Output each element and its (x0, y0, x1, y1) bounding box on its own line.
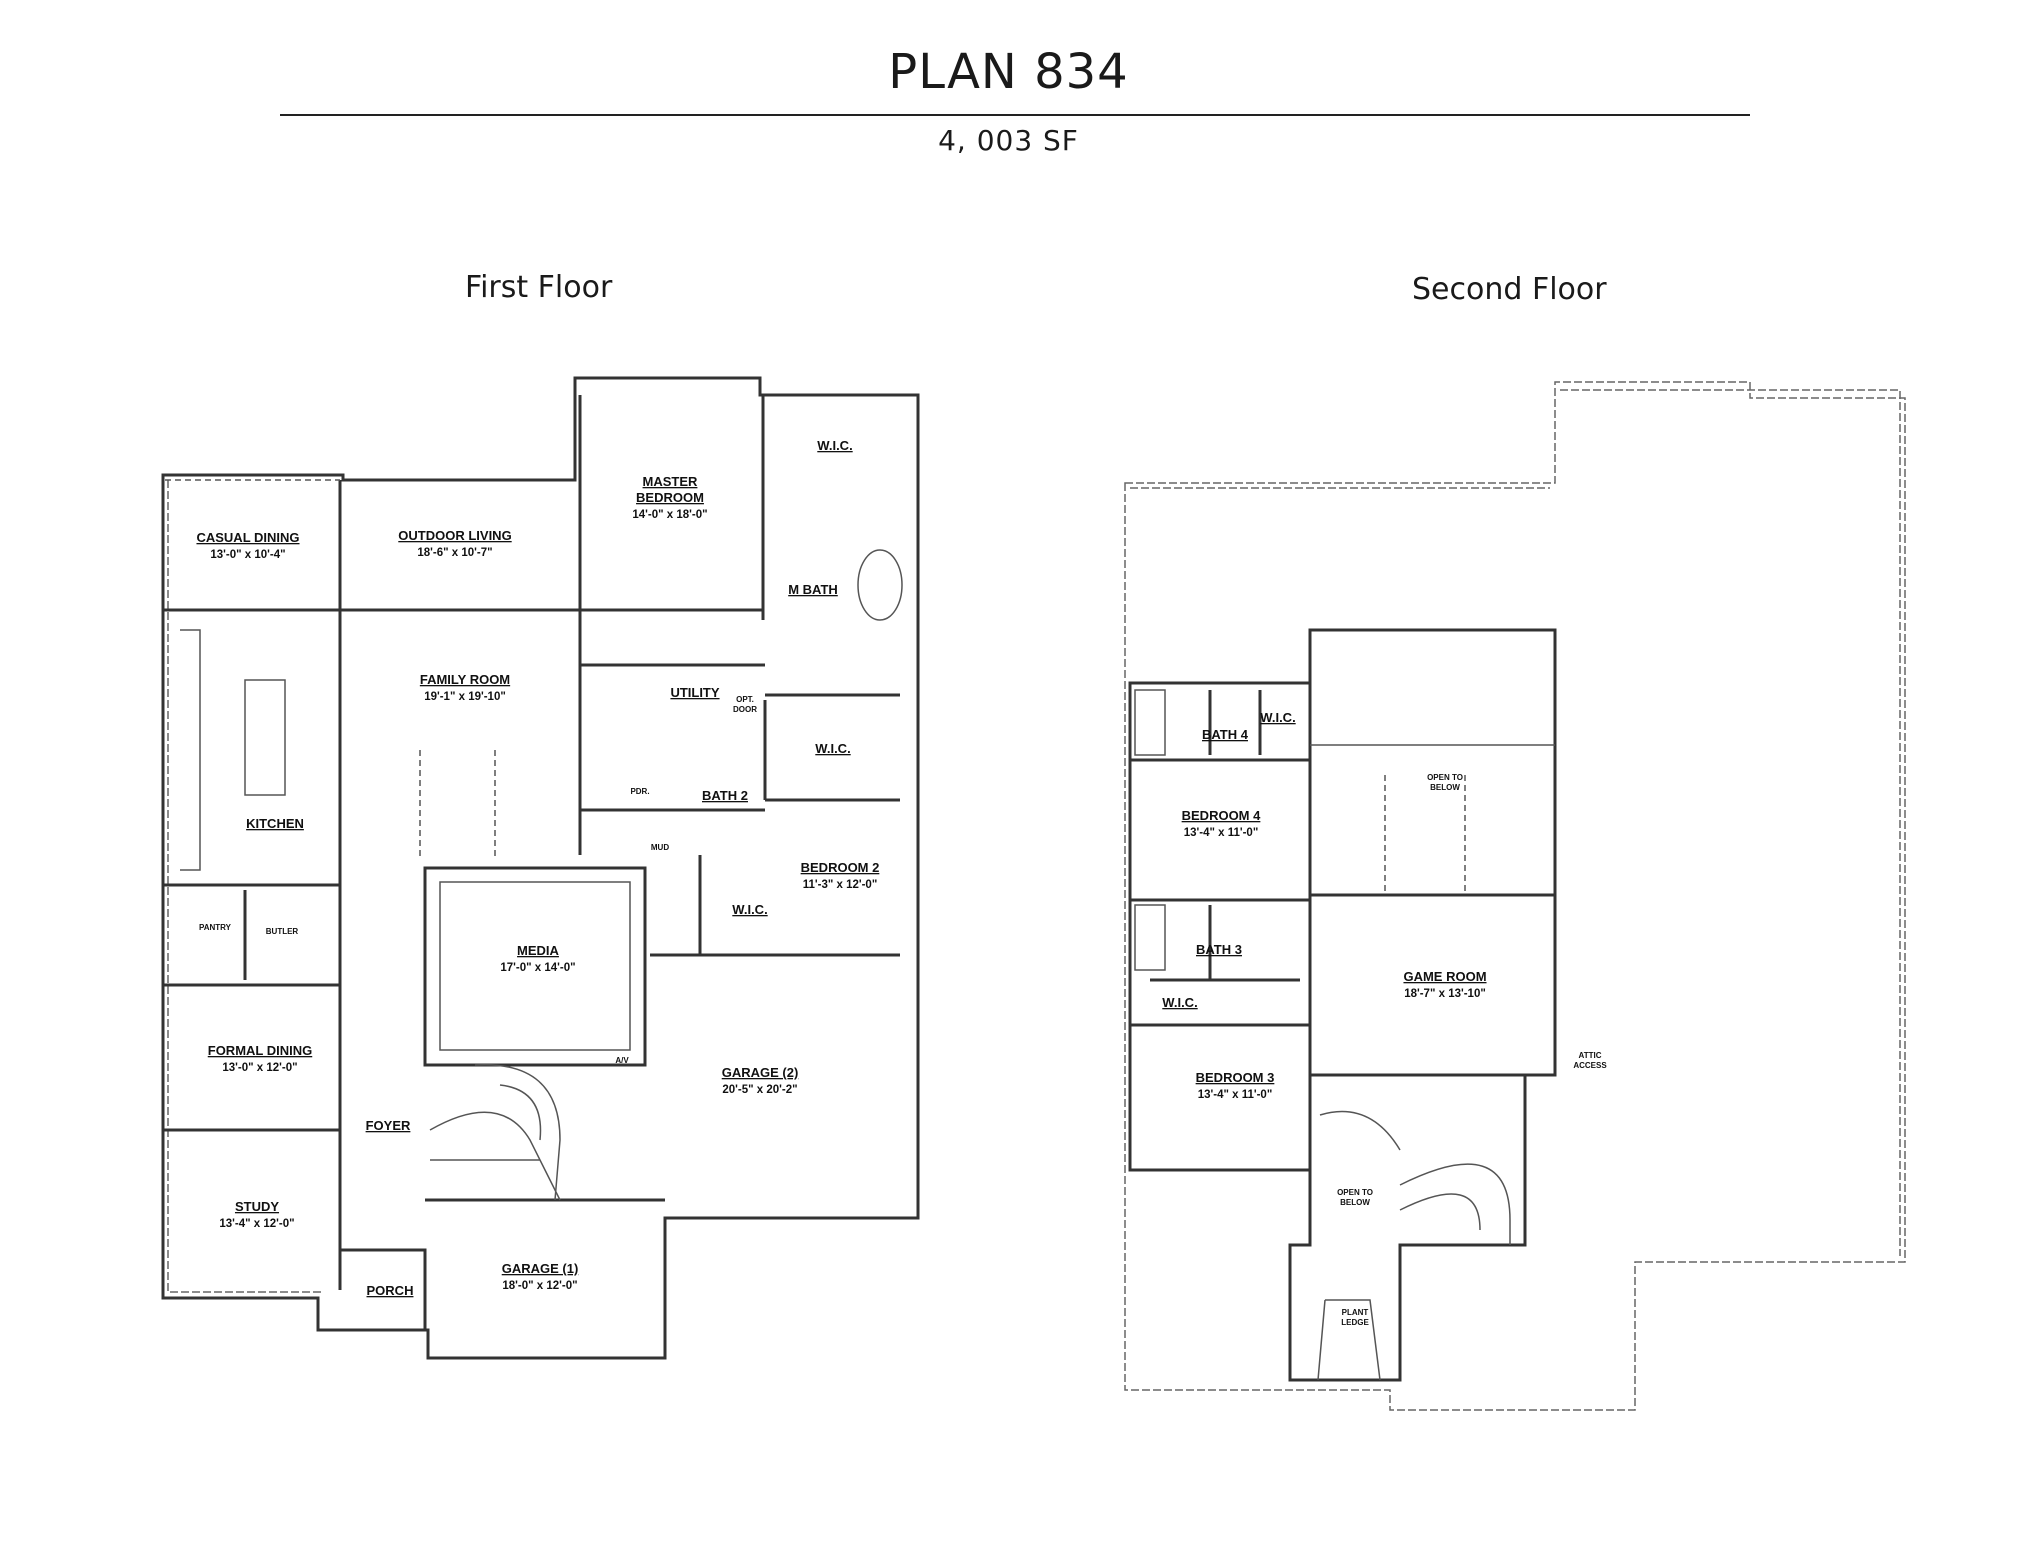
media-room-wall (423, 866, 647, 1067)
second-floor-label: Second Floor (1412, 272, 1607, 307)
open-to-below-1b: BELOW (1430, 783, 1460, 792)
av-label: A/V (615, 1056, 629, 1065)
plant-ledge-outline (1317, 1299, 1381, 1381)
page-title: PLAN 834 (888, 44, 1129, 100)
media-room-inner (439, 881, 631, 1051)
overhead-beams (165, 479, 496, 860)
porch-name: PORCH (367, 1283, 414, 1298)
kitchen-name: KITCHEN (246, 816, 304, 831)
bath-4-name: BATH 4 (1202, 727, 1249, 742)
master-bedroom-dim: 14'-0" x 18'-0" (632, 509, 707, 521)
garage-2-name: GARAGE (2) (722, 1065, 799, 1080)
utility-name: UTILITY (670, 685, 719, 700)
study-dim: 13'-4" x 12'-0" (219, 1218, 294, 1230)
first-floor-exterior-wall (161, 376, 920, 1360)
second-floor-plan: BATH 4 W.I.C. BEDROOM 4 13'-4" x 11'-0" … (1124, 381, 1906, 1411)
opt-door-label-1: OPT. (736, 695, 754, 704)
second-floor-roofline-inner (1130, 389, 1901, 1256)
game-room-name: GAME ROOM (1403, 969, 1486, 984)
master-bedroom-name-1: MASTER (643, 474, 699, 489)
bedroom-4-dim: 13'-4" x 11'-0" (1184, 827, 1259, 839)
formal-dining-name: FORMAL DINING (208, 1043, 312, 1058)
wic-master-name: W.I.C. (817, 438, 852, 453)
second-floor-roofline (1124, 381, 1906, 1411)
wall-game-room (1310, 893, 1555, 1077)
formal-dining-dim: 13'-0" x 12'-0" (222, 1062, 297, 1074)
mud-label: MUD (651, 843, 669, 852)
square-footage: 4, 003 SF (938, 124, 1079, 157)
media-dim: 17'-0" x 14'-0" (500, 962, 575, 974)
bedroom-2-dim: 11'-3" x 12'-0" (803, 879, 878, 891)
garage-2-dim: 20'-5" x 20'-2" (722, 1084, 797, 1096)
attic-access-1: ATTIC (1579, 1051, 1602, 1060)
wic-2-name: W.I.C. (815, 741, 850, 756)
first-floor-label: First Floor (465, 270, 613, 305)
second-floor-stair-rail (1319, 1110, 1401, 1151)
garage-1-name: GARAGE (1) (502, 1261, 579, 1276)
master-bedroom-name-2: BEDROOM (636, 490, 704, 505)
study-name: STUDY (235, 1199, 279, 1214)
butler-label: BUTLER (266, 927, 299, 936)
title-divider (280, 114, 1750, 116)
media-name: MEDIA (517, 943, 560, 958)
family-room-name: FAMILY ROOM (420, 672, 510, 687)
wic-3-name: W.I.C. (1162, 995, 1197, 1010)
kitchen-island (244, 679, 286, 796)
bath3-tub (1134, 904, 1166, 971)
family-room-dim: 19'-1" x 19'-10" (424, 691, 506, 703)
bedroom-2-name: BEDROOM 2 (801, 860, 880, 875)
casual-dining-name: CASUAL DINING (196, 530, 299, 545)
bath4-tub (1134, 689, 1166, 756)
pdr-label: PDR. (630, 787, 649, 796)
pantry-label: PANTRY (199, 923, 232, 932)
bedroom-4-name: BEDROOM 4 (1182, 808, 1262, 823)
game-room-dim: 18'-7" x 13'-10" (1404, 988, 1486, 1000)
attic-access-2: ACCESS (1573, 1061, 1607, 1070)
open-to-below-2b: BELOW (1340, 1198, 1370, 1207)
first-floor-stair-curve (474, 1063, 561, 1201)
plant-ledge-2: LEDGE (1341, 1318, 1369, 1327)
bedroom-3-name: BEDROOM 3 (1196, 1070, 1275, 1085)
wall-porch (340, 1248, 427, 1330)
bath-2-name: BATH 2 (702, 788, 748, 803)
opt-door-label-2: DOOR (733, 705, 757, 714)
plant-ledge-1: PLANT (1342, 1308, 1369, 1317)
wall-bath4-wic (1208, 690, 1262, 755)
foyer-name: FOYER (366, 1118, 411, 1133)
wic-bed2-name: W.I.C. (732, 902, 767, 917)
open-to-below-2a: OPEN TO (1337, 1188, 1373, 1197)
first-floor-outline-dashed (167, 480, 322, 1293)
wic-4-name: W.I.C. (1260, 710, 1295, 725)
bath-3-name: BATH 3 (1196, 942, 1242, 957)
m-bath-name: M BATH (788, 582, 838, 597)
outdoor-living-name: OUTDOOR LIVING (398, 528, 511, 543)
garage-1-dim: 18'-0" x 12'-0" (502, 1280, 577, 1292)
master-tub (857, 549, 903, 621)
casual-dining-dim: 13'-0" x 10'-4" (210, 549, 285, 561)
first-floor-plan: CASUAL DINING 13'-0" x 10'-4" OUTDOOR LI… (161, 376, 920, 1360)
bedroom-3-dim: 13'-4" x 11'-0" (1198, 1089, 1273, 1101)
second-floor-stair (1399, 1163, 1511, 1245)
outdoor-living-dim: 18'-6" x 10'-7" (417, 547, 492, 559)
first-floor-stair (429, 1111, 561, 1201)
kitchen-counter (180, 629, 201, 871)
second-floor-beams (1384, 775, 1466, 895)
open-to-below-1a: OPEN TO (1427, 773, 1463, 782)
wall-bath3-wic (1150, 905, 1300, 982)
